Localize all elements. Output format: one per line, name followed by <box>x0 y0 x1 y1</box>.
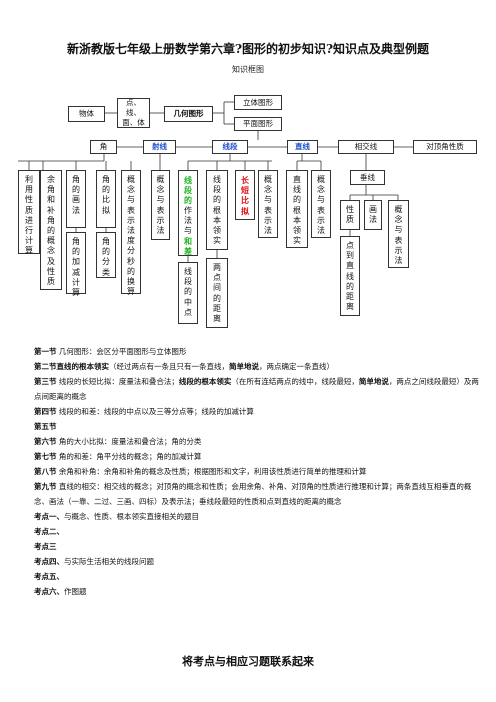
node-liti-tuxing: 立体图形 <box>234 95 282 110</box>
vbox-chuixian-gainian: 概念与表示法 <box>388 200 409 268</box>
note-s7: 第七节 角的和差：角平分线的概念；角的加减计算 <box>34 452 202 461</box>
node-xianduan: 线段 <box>212 140 248 154</box>
vbox-xianduan-gainian: 概念与表示法 <box>258 170 278 238</box>
vbox-xianduan-genben: 线段的根本领实 <box>206 170 228 250</box>
vbox-jiao-fenlei: 角的分类 <box>96 232 116 278</box>
node-xiangjiaoxian: 相交线 <box>338 140 394 154</box>
vbox-changduan-bini: 长短比拟 <box>235 170 255 220</box>
document-title: 新浙教版七年级上册数学第六章?图形的初步知识?知识点及典型例题 <box>66 42 430 56</box>
note-k1: 考点一、与概念、性质、根本领实直接相关的题目 <box>34 512 199 521</box>
vbox-zhixian-genben: 直线的根本领实 <box>286 170 308 248</box>
node-shexian: 射线 <box>143 140 176 154</box>
node-dian-xian-mian-ti: 点、线、面、体 <box>117 98 150 128</box>
note-s8: 第八节 余角和补角：余角和补角的概念及性质；根据图形和文字，利用该性质进行简单的… <box>34 467 367 476</box>
note-k5: 考点五、 <box>34 572 64 581</box>
note-k6: 考点六、作图题 <box>34 587 87 596</box>
vbox-shexian-gainian: 概念与表示法 <box>151 170 170 240</box>
node-wuti: 物体 <box>68 106 105 122</box>
vbox-liangdian-juli: 两点间的距离 <box>206 258 228 328</box>
vbox-dufenmiao: 概念与表示法度分秒的换算 <box>121 170 141 296</box>
note-s2: 第二节直线的根本领实（经过两点有一条且只有一条直线，简单地说，两点确定一条直线） <box>34 362 334 371</box>
note-s9: 第九节 直线的相交：相交线的概念；对顶角的概念和性质；会用余角、补角、对顶角的性… <box>34 482 472 506</box>
note-k3: 考点三 <box>34 542 57 551</box>
vbox-liyong-xingzhi: 利用性质进行计算 <box>18 170 40 255</box>
section-notes: 第一节 几何图形：会区分平面图形与立体图形 第二节直线的根本领实（经过两点有一条… <box>34 344 484 599</box>
note-s5: 第五节 <box>34 422 57 431</box>
note-k4: 考点四、与实际生活相关的线段问题 <box>34 557 154 566</box>
vbox-yujiao-bujiao: 余角和补角的概念及性质 <box>40 170 62 290</box>
note-s3: 第三节 线段的长短比拟：度量法和叠合法；线段的根本领实（在所有连结两点的线中，线… <box>34 377 479 401</box>
node-duiding-jiao: 对顶角性质 <box>413 140 477 154</box>
note-s1: 第一节 几何图形：会区分平面图形与立体图形 <box>34 347 187 356</box>
node-pingmian-tuxing: 平面图形 <box>234 117 282 131</box>
note-s4: 第四节 线段的和差：线段的中点以及三等分点等；线段的加减计算 <box>34 407 254 416</box>
note-k2: 考点二、 <box>34 527 64 536</box>
vbox-chuixian-huafa: 画法 <box>364 200 382 230</box>
vbox-xianduan-zuofa: 线段的作法与和差 <box>178 170 198 256</box>
vbox-diandao-zhixian: 点到直线的距离 <box>340 236 360 316</box>
vbox-chuixian-xingzhi: 性质 <box>340 200 360 230</box>
vbox-jiao-huafa: 角的画法 <box>66 170 86 228</box>
node-jiao: 角 <box>90 140 117 154</box>
note-s6: 第六节 角的大小比拟：度量法和叠合法；角的分类 <box>34 437 202 446</box>
vbox-jiao-bini: 角的比拟 <box>96 170 116 228</box>
vbox-zhixian-gainian: 概念与表示法 <box>311 170 331 238</box>
node-zhixian: 直线 <box>287 140 318 154</box>
diagram-connectors <box>18 101 413 262</box>
node-chuixian: 垂线 <box>350 170 385 185</box>
node-jihe-tuxing: 几何图形 <box>164 106 213 122</box>
footer-heading: 将考点与相应习题联系起来 <box>182 655 314 668</box>
diagram-caption: 知识框图 <box>232 65 264 74</box>
vbox-jiao-jiajian: 角的加减计算 <box>66 232 86 297</box>
vbox-xianduan-zhongdian: 线段的中点 <box>178 262 198 324</box>
